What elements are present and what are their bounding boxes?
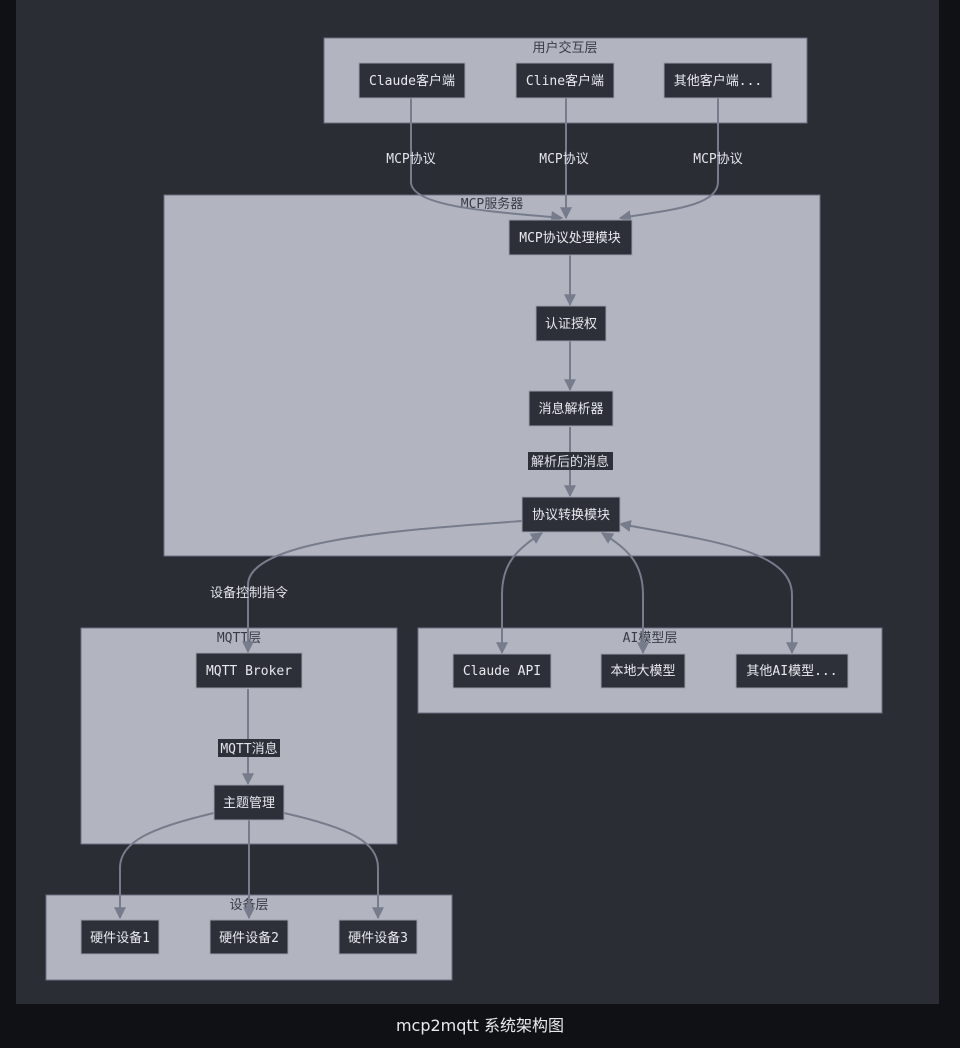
svg-text:MQTT消息: MQTT消息 — [220, 741, 277, 757]
svg-text:设备控制指令: 设备控制指令 — [210, 585, 288, 601]
edge-converter-claude-api — [496, 532, 544, 655]
node-protocol-converter: 协议转换模块 — [521, 496, 621, 533]
edge-topic-to-device3 — [283, 812, 384, 920]
svg-text:本地大模型: 本地大模型 — [610, 664, 675, 679]
edge-label-mcp2: MCP协议 — [539, 152, 588, 167]
node-auth: 认证授权 — [535, 305, 607, 342]
edge-topic-to-device1 — [114, 812, 215, 920]
node-device2: 硬件设备2 — [209, 919, 289, 955]
svg-text:MCP协议处理模块: MCP协议处理模块 — [519, 231, 620, 246]
node-other-ai: 其他AI模型... — [735, 653, 849, 689]
edge-label-mqtt-msg: MQTT消息 — [218, 739, 280, 757]
svg-text:其他客户端...: 其他客户端... — [674, 73, 762, 89]
edge-label-parsed: 解析后的消息 — [528, 452, 613, 470]
svg-text:MCP协议: MCP协议 — [386, 152, 435, 167]
svg-text:MCP协议: MCP协议 — [693, 152, 742, 167]
edge-label-mcp1: MCP协议 — [386, 152, 435, 167]
cluster-label-user-layer: 用户交互层 — [532, 40, 597, 56]
node-mcp-protocol-module: MCP协议处理模块 — [508, 219, 633, 256]
svg-text:Cline客户端: Cline客户端 — [526, 73, 604, 89]
svg-text:协议转换模块: 协议转换模块 — [532, 508, 610, 523]
svg-text:主题管理: 主题管理 — [223, 796, 275, 811]
svg-text:硬件设备3: 硬件设备3 — [348, 930, 408, 946]
architecture-diagram: 用户交互层 MCP服务器 MQTT层 AI模型层 设备层 MCP协议 M — [45, 37, 883, 981]
svg-text:其他AI模型...: 其他AI模型... — [746, 664, 837, 679]
svg-text:MCP协议: MCP协议 — [539, 152, 588, 167]
node-claude-client: Claude客户端 — [358, 62, 466, 99]
cluster-label-mcp-server: MCP服务器 — [461, 196, 523, 212]
node-mqtt-broker: MQTT Broker — [195, 652, 303, 689]
svg-text:硬件设备2: 硬件设备2 — [219, 930, 279, 946]
edge-claude-to-mcp — [410, 98, 564, 223]
cluster-mcp-server: MCP服务器 — [163, 194, 821, 557]
cluster-label-ai-layer: AI模型层 — [623, 631, 678, 646]
node-other-client: 其他客户端... — [663, 62, 773, 99]
svg-text:认证授权: 认证授权 — [545, 316, 597, 332]
edge-other-to-mcp — [618, 98, 719, 223]
edge-converter-to-broker — [242, 520, 523, 654]
node-claude-api: Claude API — [452, 653, 552, 689]
svg-text:解析后的消息: 解析后的消息 — [531, 454, 609, 470]
edges — [114, 98, 798, 920]
diagram-caption: mcp2mqtt 系统架构图 — [395, 1016, 565, 1035]
svg-text:硬件设备1: 硬件设备1 — [90, 930, 150, 946]
cluster-label-mqtt-layer: MQTT层 — [217, 631, 261, 646]
node-device3: 硬件设备3 — [338, 919, 418, 955]
svg-text:Claude客户端: Claude客户端 — [369, 73, 455, 89]
node-topic-manager: 主题管理 — [213, 784, 285, 821]
edge-label-mcp3: MCP协议 — [693, 152, 742, 167]
diagram-frame: 用户交互层 MCP服务器 MQTT层 AI模型层 设备层 MCP协议 M — [16, 0, 939, 1004]
node-local-model: 本地大模型 — [600, 653, 686, 689]
node-cline-client: Cline客户端 — [515, 62, 615, 99]
svg-text:消息解析器: 消息解析器 — [538, 401, 603, 417]
node-message-parser: 消息解析器 — [528, 390, 614, 427]
edge-converter-other-ai — [618, 520, 798, 655]
node-device1: 硬件设备1 — [80, 919, 160, 955]
svg-text:Claude API: Claude API — [463, 664, 541, 679]
svg-text:MQTT Broker: MQTT Broker — [206, 664, 292, 679]
edge-label-device-cmd: 设备控制指令 — [210, 585, 288, 601]
